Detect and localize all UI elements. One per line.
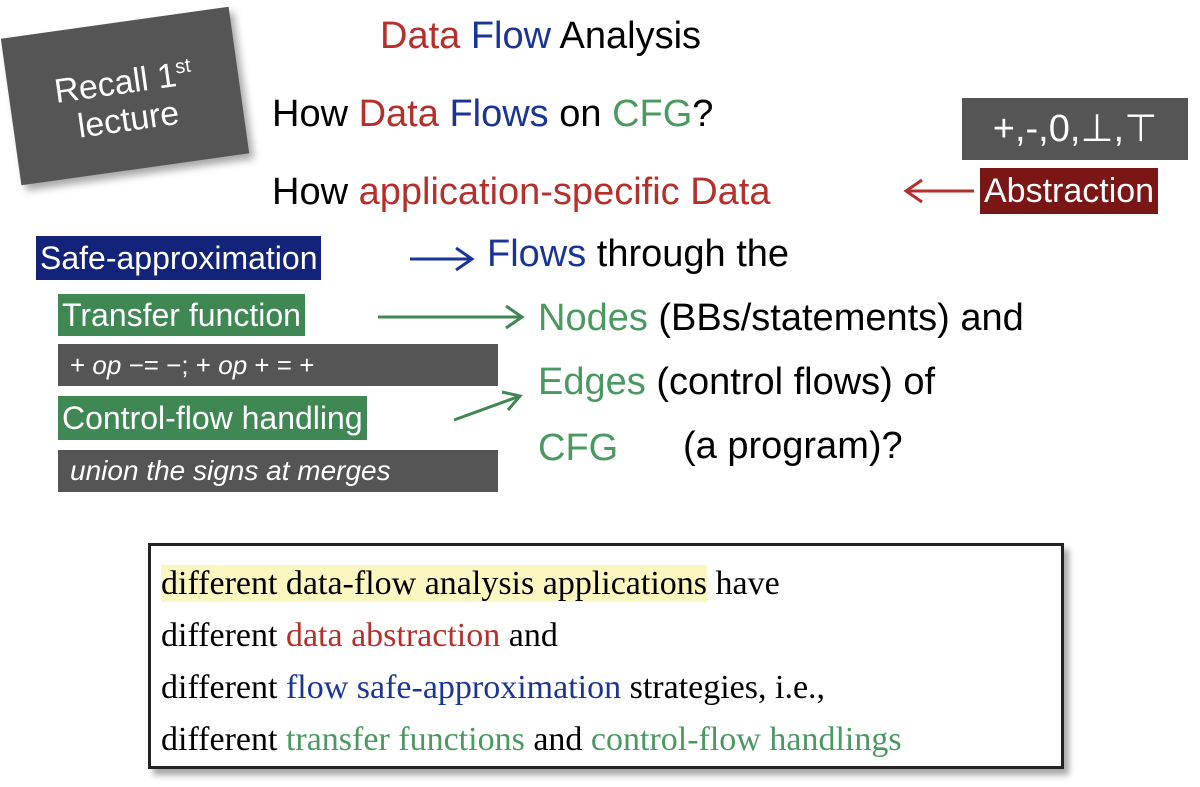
op-sep: ; + <box>181 350 211 380</box>
summary-flow-safe-approx: flow safe-approximation <box>285 669 622 706</box>
control-flow-handling-label: Control-flow handling <box>58 396 367 440</box>
q1-how: How <box>272 93 349 135</box>
summary-line-3: different flow safe-approximation strate… <box>161 668 825 708</box>
title-analysis: Analysis <box>559 15 702 57</box>
summary-and-4: and <box>533 721 583 758</box>
question-1: How Data Flows on CFG? <box>272 92 713 136</box>
q2-app-data: application-specific Data <box>358 171 771 213</box>
bbs-statements: (BBs/statements) and <box>658 297 1024 339</box>
transfer-function-label: Transfer function <box>58 294 305 336</box>
op-minus-rule: −= − <box>128 350 182 380</box>
nodes-word: Nodes <box>538 297 648 339</box>
summary-highlight: different data-flow analysis application… <box>161 565 708 602</box>
union-signs-box: union the signs at merges <box>58 450 498 492</box>
op-plus-1: + <box>70 350 86 380</box>
through-the: through the <box>596 233 790 275</box>
flows-line: Flows through the <box>487 232 789 276</box>
op-italic-1: op <box>92 350 122 380</box>
summary-line-2: different data abstraction and <box>161 616 558 656</box>
summary-box: different data-flow analysis application… <box>148 543 1064 769</box>
edges-word: Edges <box>538 361 646 403</box>
summary-different-2: different <box>161 617 278 654</box>
recall-sup: st <box>173 54 193 79</box>
recall-badge: Recall 1st lecture <box>0 6 250 186</box>
q1-data: Data <box>358 93 439 135</box>
q1-cfg: CFG <box>612 93 693 135</box>
abstraction-label: Abstraction <box>980 168 1159 214</box>
cfg-label: CFG <box>538 427 619 469</box>
title-data: Data <box>380 15 461 57</box>
q1-qmark: ? <box>692 93 714 135</box>
op-italic-2: op <box>218 350 248 380</box>
summary-line-4: different transfer functions and control… <box>161 720 902 760</box>
recall-text: Recall 1st lecture <box>6 40 245 155</box>
summary-and-2: and <box>508 617 558 654</box>
safe-arrow <box>410 246 475 272</box>
flows-word: Flows <box>487 233 587 275</box>
op-rules-box: + op −= −; + op + = + <box>58 344 498 386</box>
slide-title: Data Flow Analysis <box>380 14 701 58</box>
summary-have: have <box>715 565 780 602</box>
summary-different-4: different <box>161 721 278 758</box>
transfer-arrow <box>378 304 525 330</box>
summary-line-1: different data-flow analysis application… <box>161 564 780 604</box>
control-flows-of: (control flows) of <box>656 361 936 403</box>
q1-flows: Flows <box>449 93 549 135</box>
signs-box: +,-,0,⊥,⊤ <box>962 98 1188 160</box>
edges-line: Edges (control flows) of <box>538 360 935 404</box>
op-plus-rule: + = + <box>254 350 315 380</box>
question-2: How application-specific Data <box>272 170 770 214</box>
summary-control-flow-handlings: control-flow handlings <box>590 721 902 758</box>
summary-data-abstraction: data abstraction <box>285 617 501 654</box>
nodes-line: Nodes (BBs/statements) and <box>538 296 1024 340</box>
summary-strategies: strategies, i.e., <box>629 669 826 706</box>
summary-different-3: different <box>161 669 278 706</box>
program-label: (a program)? <box>683 425 903 467</box>
title-flow: Flow <box>470 15 552 57</box>
safe-approximation-label: Safe-approximation <box>36 236 322 280</box>
q1-on: on <box>559 93 602 135</box>
abstraction-arrow <box>903 178 974 204</box>
q2-how: How <box>272 171 349 213</box>
control-arrow <box>453 390 523 422</box>
summary-transfer-functions: transfer functions <box>285 721 525 758</box>
